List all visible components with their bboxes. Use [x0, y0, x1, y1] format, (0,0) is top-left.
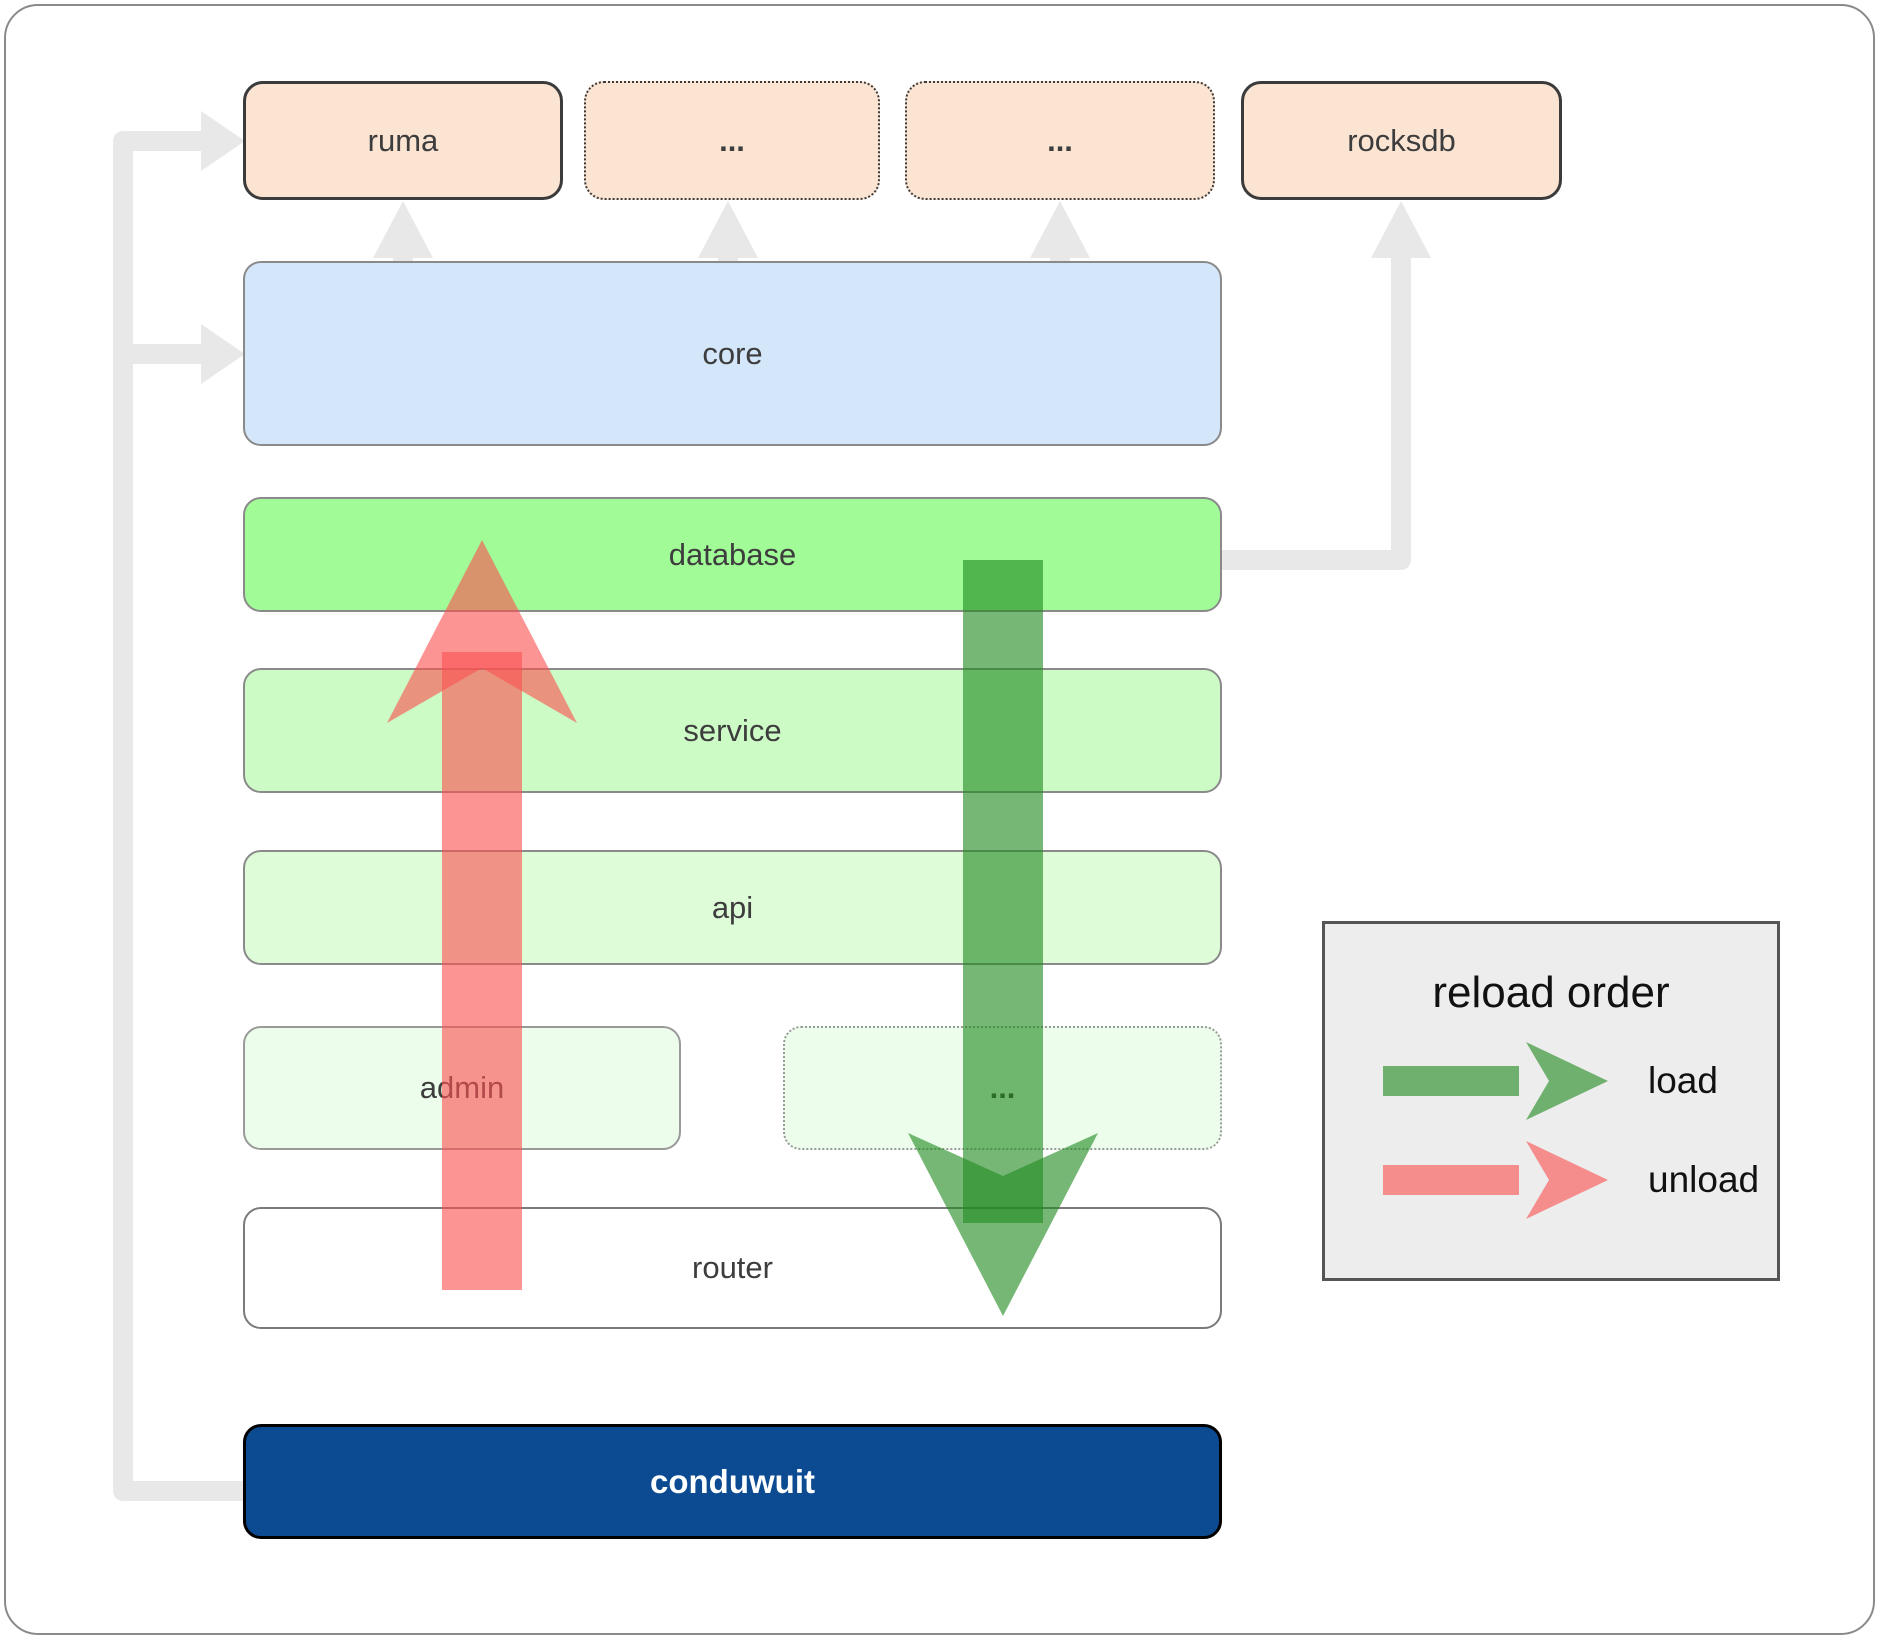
- diagram-frame: [4, 4, 1875, 1635]
- right-arrowhead-icon: [201, 111, 245, 171]
- up-arrowhead-icon: [698, 201, 758, 258]
- database-to-rocksdb-connector: [1222, 258, 1411, 570]
- node-label: database: [668, 536, 797, 572]
- right-arrowhead-icon: [201, 324, 245, 384]
- node-ruma: ruma: [243, 81, 563, 200]
- legend-load-label: load: [1648, 1060, 1718, 1101]
- node-database: database: [243, 497, 1222, 612]
- node-router: router: [243, 1207, 1222, 1329]
- load-arrow-icon: [908, 560, 1098, 1316]
- node-label: api: [711, 889, 754, 925]
- node-label: core: [702, 335, 763, 371]
- up-arrowhead-icon: [373, 201, 433, 258]
- legend-load-arrow-icon: [1383, 1042, 1608, 1120]
- node-core: core: [243, 261, 1222, 446]
- legend-title: reload order: [1432, 968, 1670, 1017]
- unload-arrow-icon: [387, 540, 577, 1290]
- node-api: api: [243, 850, 1222, 965]
- node-label: router: [692, 1250, 773, 1285]
- node-label: rocksdb: [1347, 122, 1456, 158]
- node-label: ...: [719, 122, 745, 158]
- node-rocksdb: rocksdb: [1241, 81, 1562, 200]
- legend-unload-arrow-icon: [1383, 1141, 1608, 1219]
- up-arrowhead-icon: [1030, 201, 1090, 258]
- node-ellipsis-2: ...: [905, 81, 1215, 200]
- node-label: service: [683, 712, 782, 748]
- node-conduwuit: conduwuit: [243, 1424, 1222, 1539]
- up-arrowhead-icon: [1371, 201, 1431, 258]
- node-label: conduwuit: [650, 1462, 815, 1500]
- node-label: ...: [1047, 122, 1073, 158]
- node-label: ruma: [367, 122, 439, 158]
- legend-unload-label: unload: [1648, 1159, 1760, 1200]
- conduwuit-to-ruma-connector: [113, 131, 243, 1501]
- node-ellipsis-1: ...: [584, 81, 880, 200]
